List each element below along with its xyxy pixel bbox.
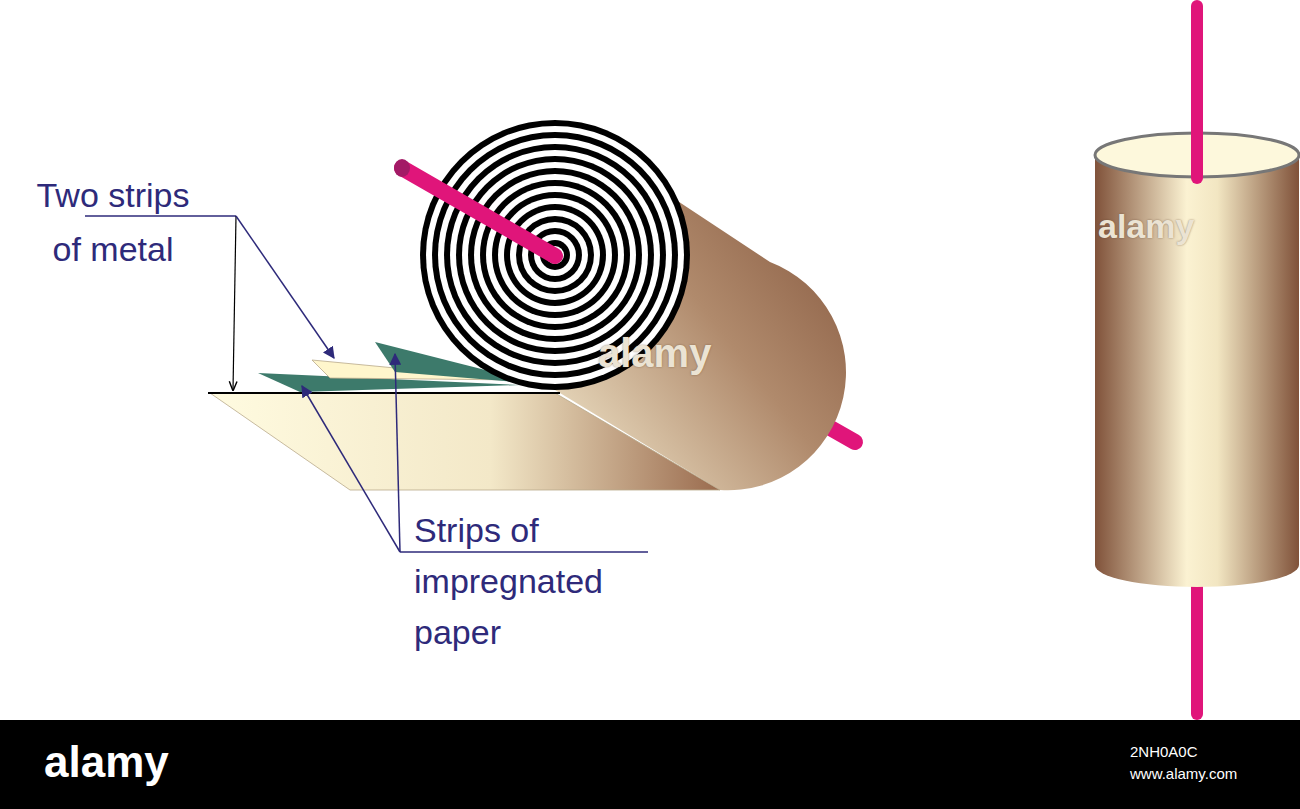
watermark: alamy [1098,206,1238,246]
leader-line [236,216,334,358]
metal-strip [208,392,560,394]
footer-bar [0,720,1300,809]
watermark: www.alamy.com [1130,764,1290,784]
watermark: alamy [598,330,738,376]
lead-wire [1191,6,1203,178]
leader-line [395,354,400,552]
leader-line [233,216,236,390]
leader-line [85,215,236,217]
paper-sheet [210,393,720,490]
capacitor-body [1095,155,1299,587]
lead-wire [1191,565,1203,714]
watermark: alamy [44,735,204,789]
part-label: Strips of impregnated paper [414,505,664,658]
part-label: Two strips of metal [18,168,208,276]
leader-line [302,386,400,552]
lead-rod-end [394,159,410,177]
leader-line [400,551,648,553]
lead-rod [402,168,555,256]
image-id: 2NH0A0C [1130,742,1290,762]
